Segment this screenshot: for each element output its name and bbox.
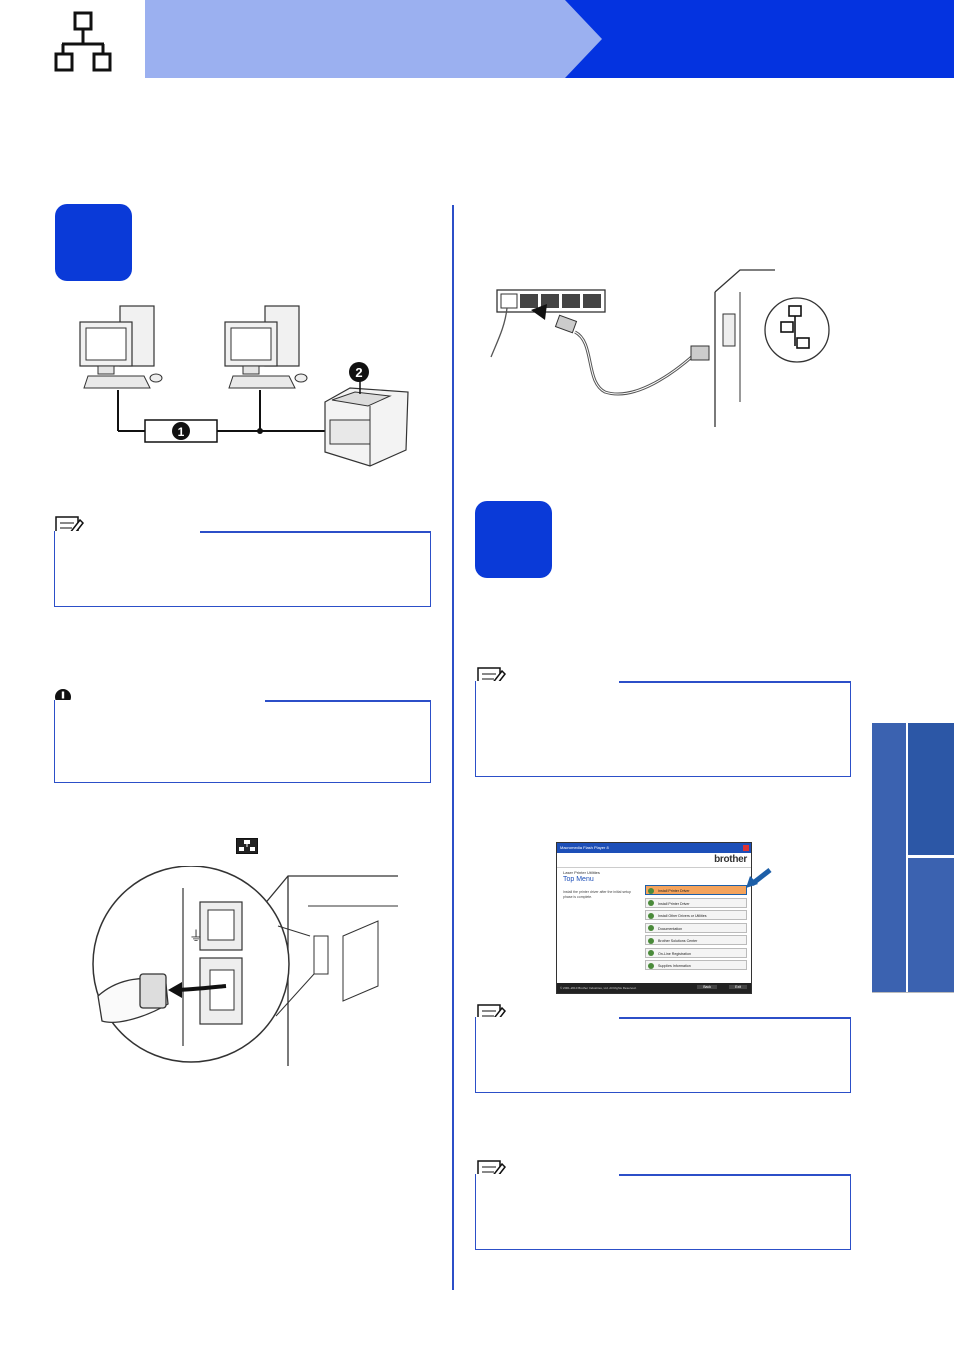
header-band-light (145, 0, 615, 78)
screen-exit-button[interactable]: Exit (729, 985, 747, 989)
menu-item-label: Brother Solutions Center (658, 939, 698, 943)
svg-text:⏚: ⏚ (189, 928, 203, 944)
step-marker-right (475, 501, 552, 578)
menu-item-icon (648, 887, 654, 894)
screen-description: Install the printer driver after the ini… (563, 890, 631, 899)
screen-menu-item[interactable]: On-Line Registration (645, 947, 747, 958)
menu-item-label: On-Line Registration (658, 951, 691, 956)
screen-menu-item[interactable]: Install Printer Driver (645, 885, 747, 895)
step-marker-left (55, 204, 132, 281)
menu-item-icon (648, 912, 654, 919)
screen-menu-item[interactable]: Documentation (645, 922, 747, 933)
screen-top-menu: Top Menu (563, 876, 594, 883)
menu-item-label: Supplies Information (658, 964, 691, 968)
highlight-arrow-icon (744, 868, 772, 890)
note-box-right-2 (475, 1017, 851, 1093)
computer-1-illustration (79, 305, 163, 389)
printer-illustration (324, 387, 409, 467)
column-divider (452, 205, 454, 1290)
screen-window-title: Macromedia Flash Player 8 (560, 845, 609, 850)
side-tab-right-upper[interactable] (908, 723, 954, 855)
screen-menu-item[interactable]: Brother Solutions Center (645, 935, 747, 945)
screen-menu-item[interactable]: Supplies Information (645, 960, 747, 970)
installer-top-menu-screenshot: Macromedia Flash Player 8 brother Laser … (556, 842, 752, 994)
screen-copyright: © 2001-2010 Brother Industries, Ltd. All… (560, 986, 637, 990)
menu-item-label: Documentation (658, 926, 683, 931)
note-box-right-3 (475, 1174, 851, 1250)
callout-2-label: 2 (355, 365, 362, 380)
screen-back-button[interactable]: Back (697, 985, 717, 989)
remove-port-cap-illustration: ⏚ (88, 865, 398, 1066)
network-diagram: 1 2 (70, 300, 420, 475)
screen-menu-item[interactable]: Install Other Drivers or Utilities (645, 910, 747, 920)
screen-title-bar: Macromedia Flash Player 8 (557, 843, 751, 853)
menu-item-icon (648, 937, 654, 944)
menu-item-label: Install Other Drivers or Utilities (658, 914, 707, 918)
important-box (54, 700, 431, 783)
header-band-dark (565, 0, 954, 78)
menu-item-icon (648, 962, 654, 969)
brand-logo: brother (714, 854, 747, 865)
connect-cable-illustration (485, 262, 835, 432)
screen-menu-item[interactable]: Install Printer Driver (645, 897, 747, 908)
callout-1-label: 1 (178, 425, 185, 439)
note-box-left-1 (54, 531, 431, 607)
side-tab-rule (872, 992, 954, 993)
menu-item-icon (648, 900, 654, 906)
network-port-icon (236, 838, 258, 854)
close-icon[interactable] (743, 845, 749, 851)
computer-2-illustration (224, 305, 308, 389)
screen-product: Laser Printer Utilities (563, 870, 600, 875)
side-tab-left[interactable] (872, 723, 906, 993)
note-box-right-1 (475, 681, 851, 777)
header-network-icon (50, 10, 120, 76)
menu-item-icon (648, 950, 654, 956)
side-tab-right-lower[interactable] (908, 858, 954, 993)
menu-item-icon (648, 925, 654, 931)
menu-item-label: Install Printer Driver (658, 901, 690, 906)
menu-item-label: Install Printer Driver (658, 889, 690, 893)
